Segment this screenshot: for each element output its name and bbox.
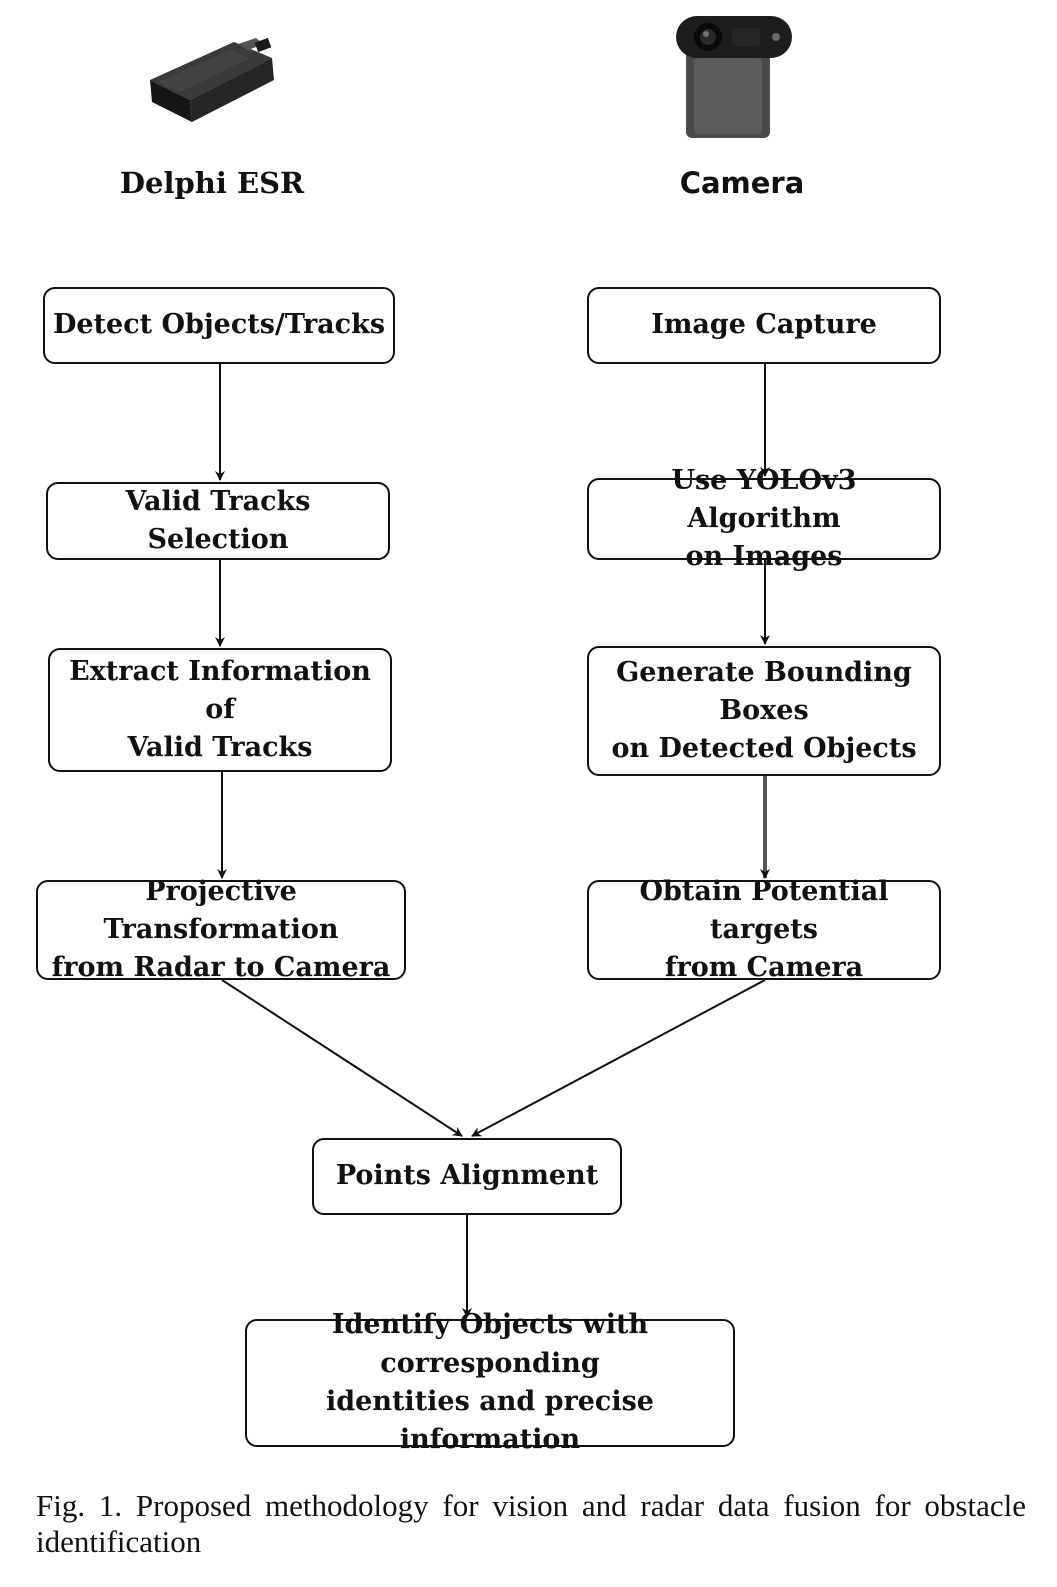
identify-objects-box: Identify Objects with corresponding iden… — [245, 1309, 735, 1455]
points-alignment-box: Points Alignment — [312, 1138, 622, 1215]
extract-info-box: Extract Information of Valid Tracks — [48, 648, 392, 772]
arrow-targets-to-alignment — [471, 979, 766, 1137]
bounding-boxes-box: Generate Bounding Boxes on Detected Obje… — [587, 646, 941, 776]
delphi-esr-heading: Delphi ESR — [119, 166, 305, 200]
caption-line-2: identification — [36, 1524, 202, 1559]
detect-objects-box: Detect Objects/Tracks — [43, 287, 395, 364]
caption-line-1: Fig. 1. Proposed methodology for vision … — [36, 1488, 1026, 1523]
radar-sensor-icon — [150, 37, 274, 122]
figure-caption: Fig. 1. Proposed methodology for vision … — [36, 1488, 1026, 1560]
arrow-projective-to-alignment — [221, 979, 463, 1137]
valid-tracks-box: Valid Tracks Selection — [46, 482, 390, 560]
image-capture-box: Image Capture — [587, 287, 941, 364]
potential-targets-box: Obtain Potential targets from Camera — [587, 876, 941, 983]
camera-heading: Camera — [679, 166, 805, 200]
projective-box: Projective Transformation from Radar to … — [36, 876, 406, 983]
webcam-icon — [676, 16, 792, 138]
yolo-box: Use YOLOv3 Algorithm on Images — [587, 465, 941, 572]
